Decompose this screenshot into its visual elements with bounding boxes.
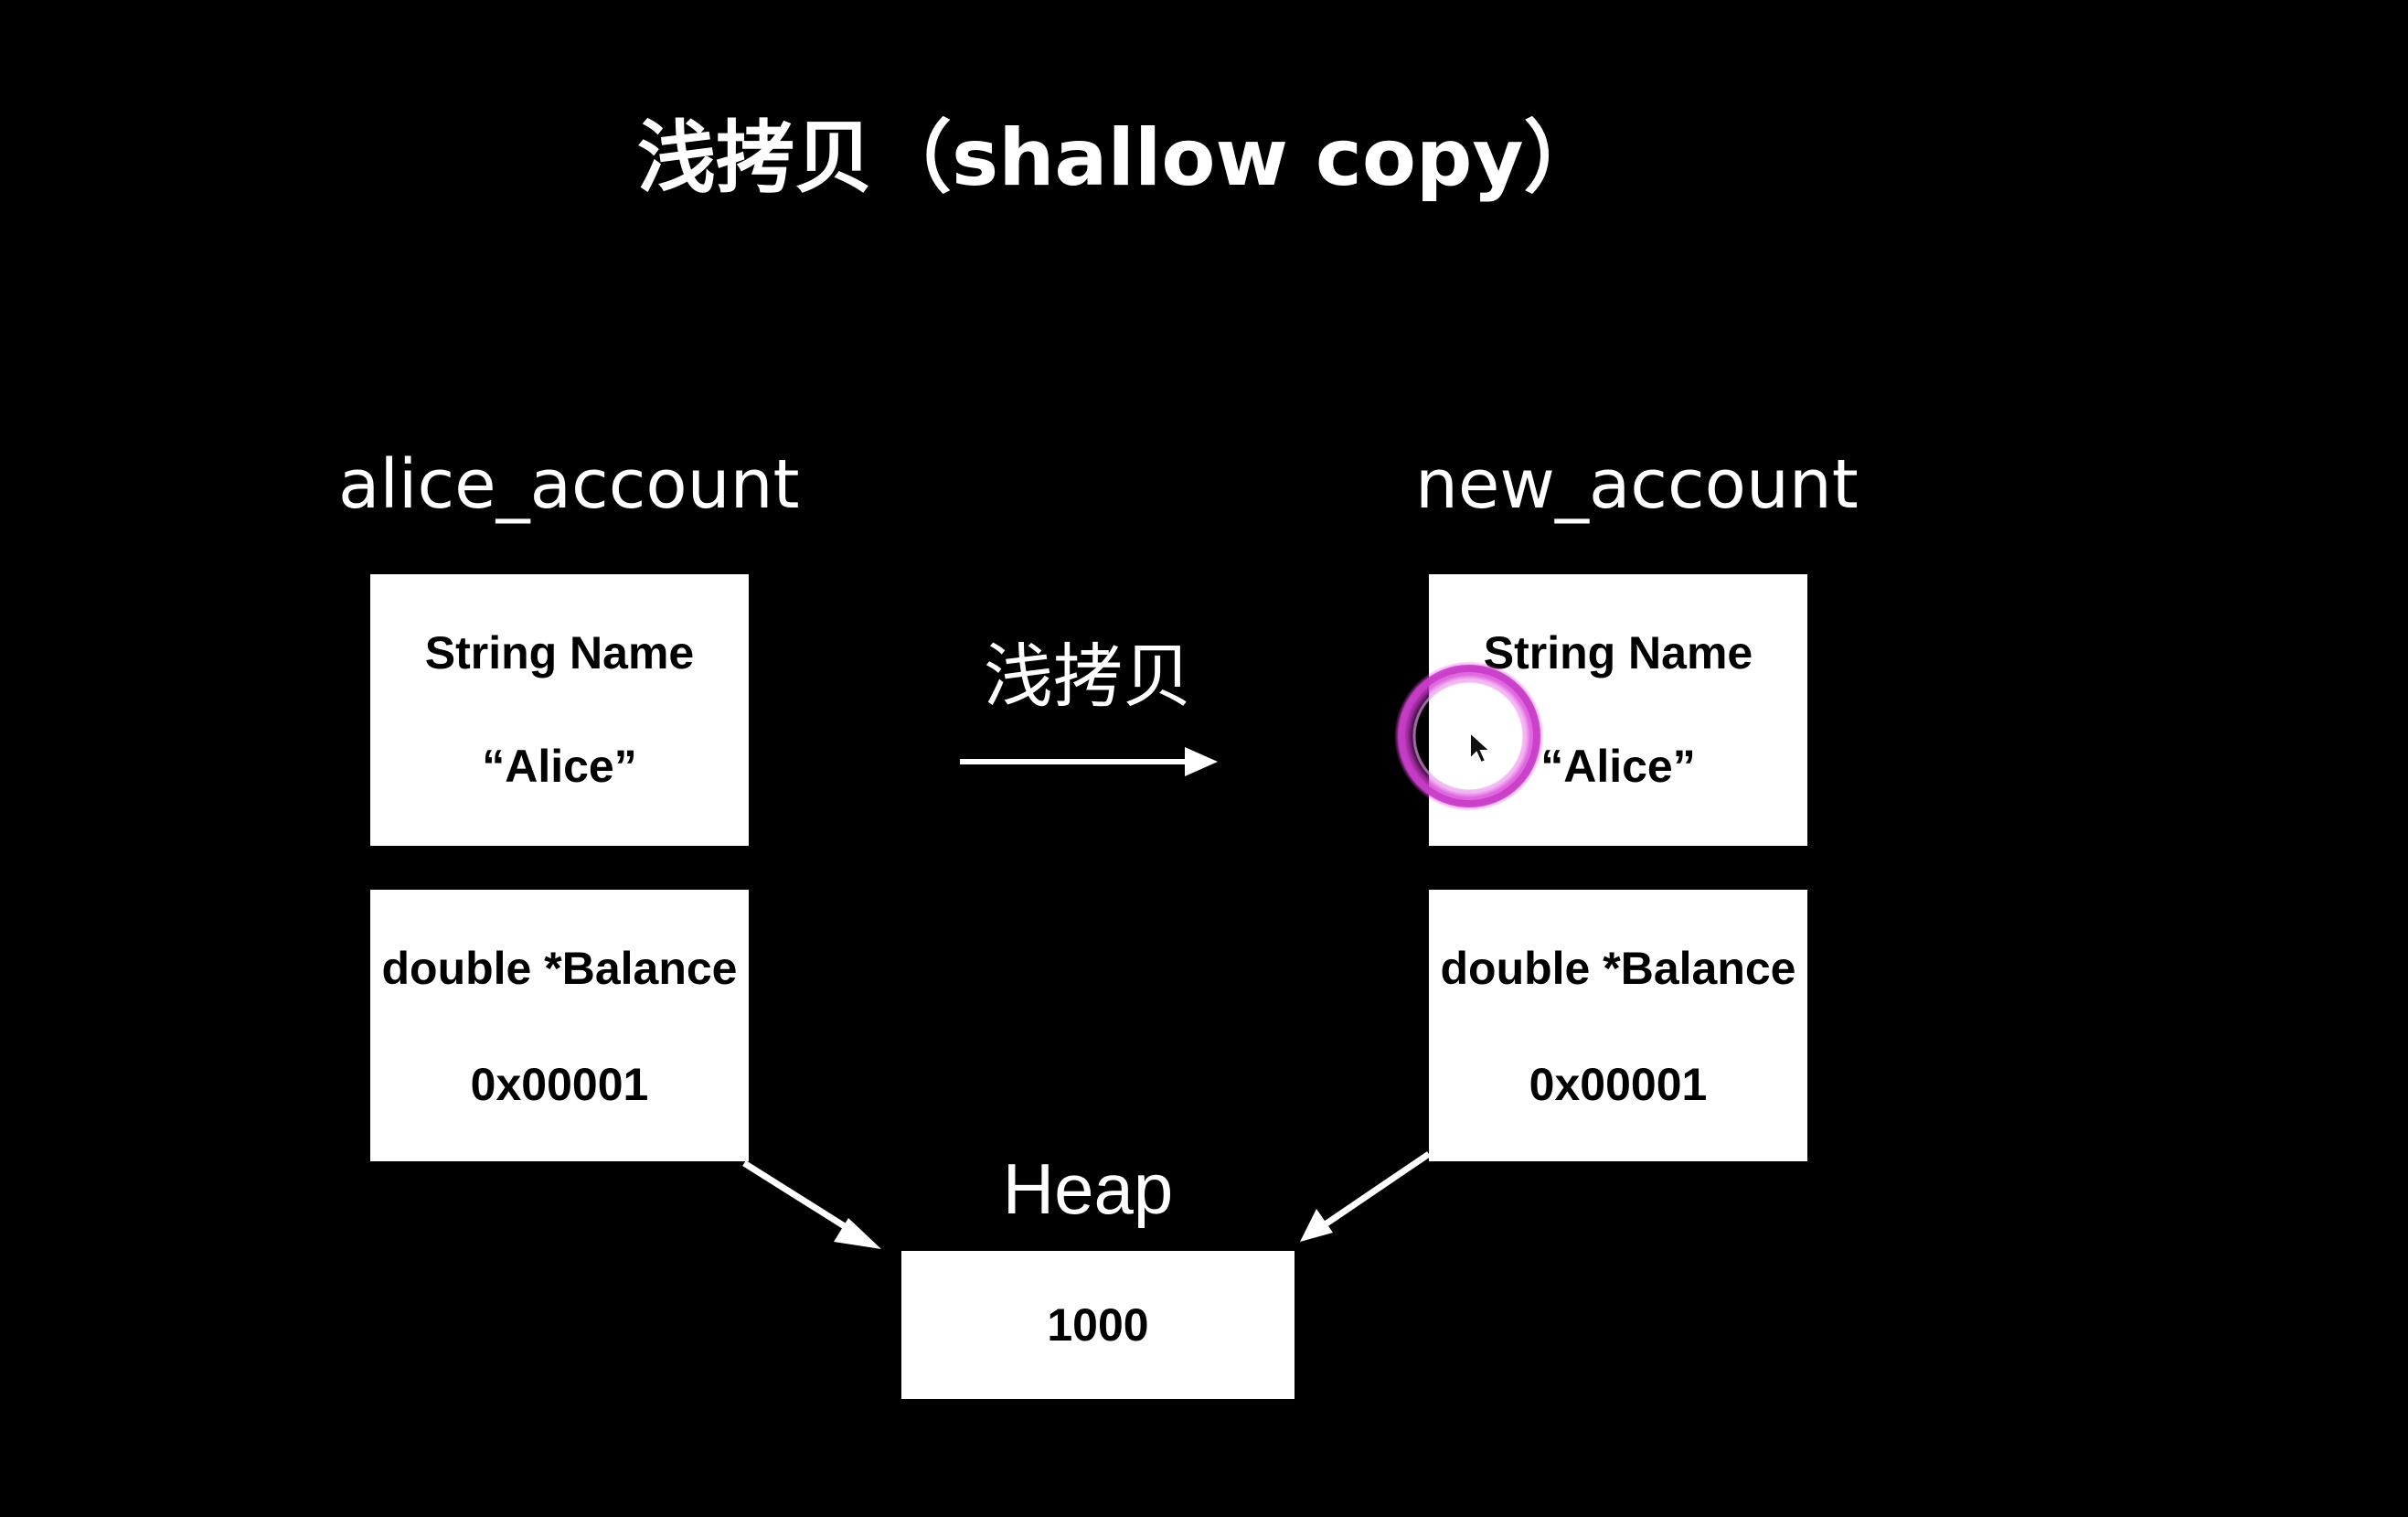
source-object-label: alice_account <box>338 445 800 524</box>
copy-arrow <box>960 747 1218 776</box>
source-name-field-type: String Name <box>424 627 695 678</box>
slide-title: 浅拷贝（shallow copy） <box>637 112 1603 204</box>
copy-name-field-value: “Alice” <box>1540 741 1696 792</box>
copy-pointer-arrow <box>1300 1151 1431 1242</box>
copy-balance-field-box: double *Balance 0x00001 <box>1429 890 1807 1161</box>
copy-balance-field-type: double *Balance <box>1440 943 1796 994</box>
copy-balance-field-value: 0x00001 <box>1529 1059 1708 1110</box>
heap-label: Heap <box>1002 1148 1174 1229</box>
heap-value: 1000 <box>1047 1299 1149 1351</box>
source-name-field-box: String Name “Alice” <box>370 574 749 846</box>
source-balance-field-value: 0x00001 <box>470 1059 649 1110</box>
copy-arrow-label: 浅拷贝 <box>984 636 1192 717</box>
mouse-pointer-icon <box>1469 730 1493 764</box>
heap-value-box: 1000 <box>901 1251 1295 1399</box>
source-balance-field-type: double *Balance <box>381 943 738 994</box>
source-balance-field-box: double *Balance 0x00001 <box>370 890 749 1161</box>
source-name-field-value: “Alice” <box>482 741 637 792</box>
copy-name-field-type: String Name <box>1483 627 1753 678</box>
copy-object-label: new_account <box>1415 445 1859 524</box>
source-pointer-arrow <box>742 1160 881 1249</box>
